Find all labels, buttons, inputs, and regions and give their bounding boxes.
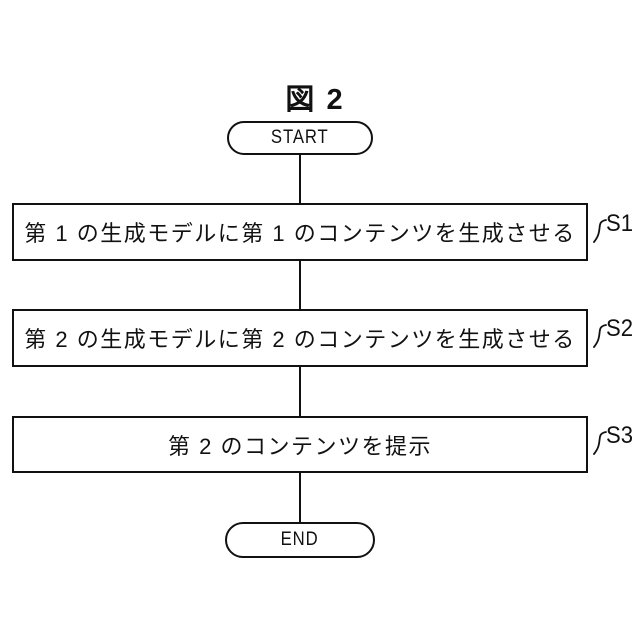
connector-s2-to-s3 bbox=[299, 366, 301, 417]
end-terminator: END bbox=[225, 522, 375, 558]
step-label-s3: S3 bbox=[606, 422, 634, 449]
figure-title: 図 2 bbox=[285, 84, 345, 116]
process-box-s3: 第 2 のコンテンツを提示 bbox=[12, 416, 588, 473]
start-label: START bbox=[271, 127, 329, 148]
leader-curve-s3 bbox=[589, 429, 607, 457]
leader-curve-s2 bbox=[589, 322, 607, 350]
connector-s1-to-s2 bbox=[299, 260, 301, 310]
process-box-s1: 第 1 の生成モデルに第 1 のコンテンツを生成させる bbox=[12, 203, 588, 261]
step-label-s1: S1 bbox=[606, 210, 634, 237]
step-label-s2: S2 bbox=[606, 315, 634, 342]
start-terminator: START bbox=[227, 121, 373, 155]
leader-curve-s1 bbox=[589, 217, 607, 245]
connector-start-to-s1 bbox=[299, 154, 301, 204]
end-label: END bbox=[281, 529, 319, 550]
process-box-s2: 第 2 の生成モデルに第 2 のコンテンツを生成させる bbox=[12, 309, 588, 367]
connector-s3-to-end bbox=[299, 472, 301, 523]
